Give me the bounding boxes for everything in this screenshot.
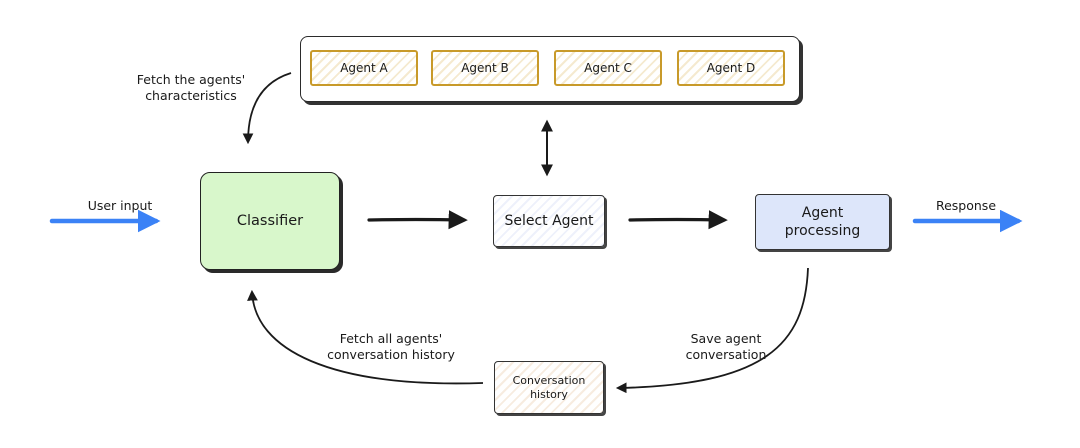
agent-b-tile: Agent B [431, 50, 539, 86]
classifier-node: Classifier [200, 172, 340, 270]
fetch-characteristics-label: Fetch the agents' characteristics [136, 72, 246, 103]
save-conversation-arrow [615, 267, 809, 394]
fetch-history-arrow [247, 289, 484, 385]
agent-a-tile: Agent A [310, 50, 418, 86]
response-label: Response [935, 198, 997, 213]
conversation-history-node: Conversation history [494, 361, 604, 414]
classifier-label: Classifier [236, 213, 304, 229]
select-to-processing-arrow [628, 210, 728, 230]
agent-processing-label: Agent processing [784, 205, 861, 239]
select-agent-node: Select Agent [493, 195, 605, 247]
save-conversation-label: Save agent conversation [685, 331, 767, 362]
agent-c-tile: Agent C [554, 50, 662, 86]
user-input-label: User input [87, 198, 153, 213]
agent-c-label: Agent C [584, 61, 632, 75]
agent-b-label: Agent B [461, 61, 509, 75]
conversation-history-label: Conversation history [512, 373, 586, 401]
fetch-history-label: Fetch all agents' conversation history [327, 331, 455, 362]
agent-d-tile: Agent D [677, 50, 785, 86]
agent-processing-node: Agent processing [755, 194, 890, 250]
classifier-to-select-arrow [367, 210, 468, 230]
select-agent-label: Select Agent [504, 213, 594, 229]
fetch-characteristics-arrow [242, 72, 292, 145]
agent-d-label: Agent D [706, 61, 756, 75]
agent-a-label: Agent A [340, 61, 388, 75]
